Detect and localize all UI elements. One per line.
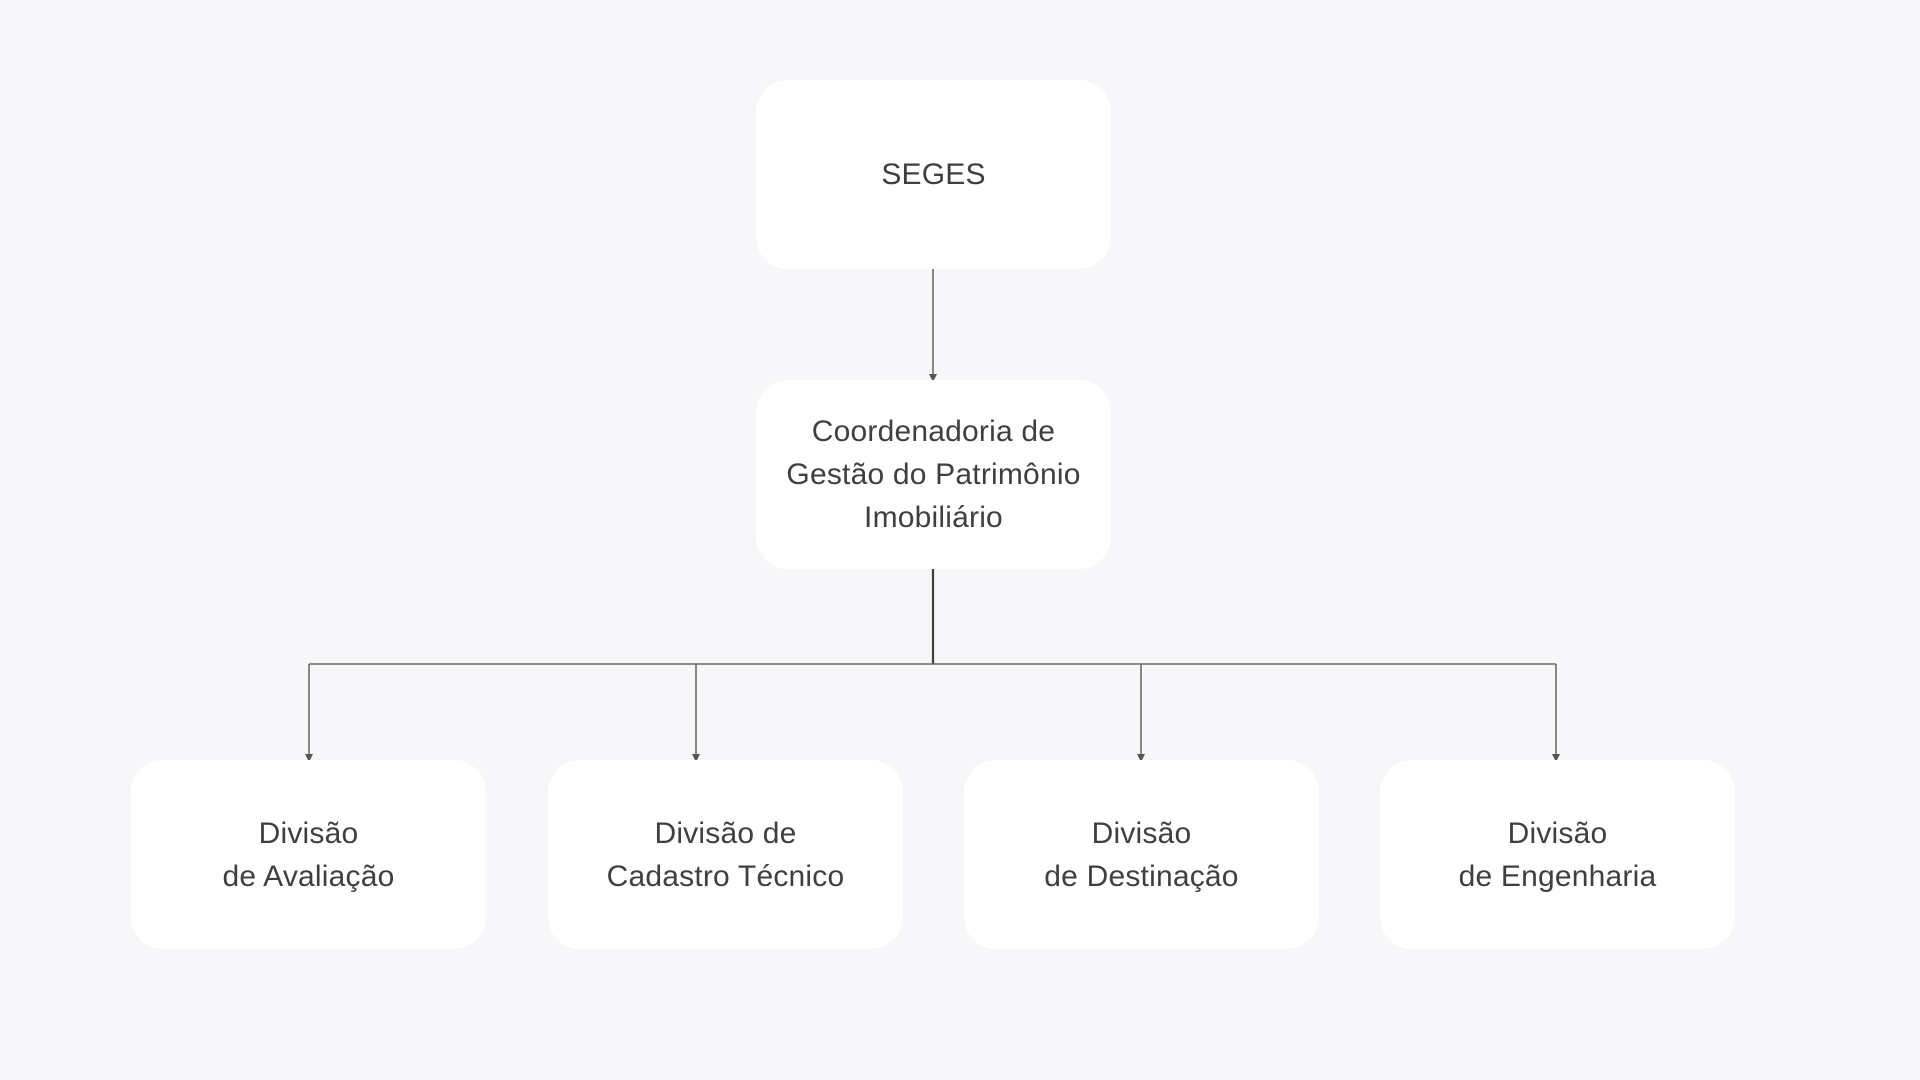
node-destinacao-line-2: de Destinação [1044,859,1239,893]
node-cadastro-line-1: Divisão de [654,816,797,850]
node-divisao-engenharia[interactable]: Divisão de Engenharia [1380,760,1735,949]
node-coordenadoria-line-2: Gestão do Patrimônio [786,458,1081,491]
node-engenharia-line-1: Divisão [1507,816,1608,850]
node-seges-label: SEGES [881,158,986,191]
node-engenharia-line-2: de Engenharia [1458,859,1657,893]
node-coordenadoria[interactable]: Coordenadoria de Gestão do Patrimônio Im… [756,380,1111,569]
node-divisao-destinacao[interactable]: Divisão de Destinação [964,760,1319,949]
node-destinacao-line-1: Divisão [1091,816,1192,850]
node-seges[interactable]: SEGES [756,80,1111,269]
node-avaliacao-line-1: Divisão [258,816,359,850]
node-coordenadoria-line-3: Imobiliário [864,501,1003,534]
node-avaliacao-line-2: de Avaliação [222,859,395,893]
node-divisao-cadastro-tecnico[interactable]: Divisão de Cadastro Técnico [548,760,903,949]
node-divisao-avaliacao[interactable]: Divisão de Avaliação [131,760,486,949]
node-cadastro-line-2: Cadastro Técnico [606,859,845,893]
node-coordenadoria-line-1: Coordenadoria de [811,415,1056,448]
